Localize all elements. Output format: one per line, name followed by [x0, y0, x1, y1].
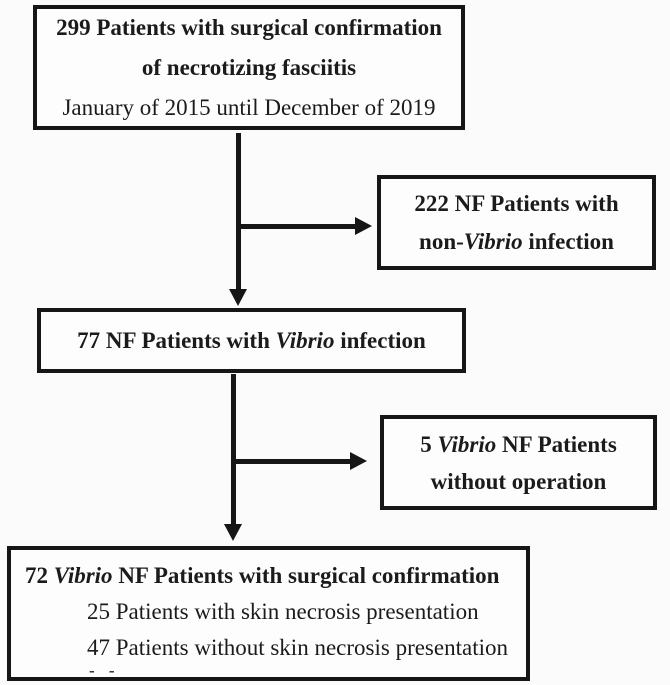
- box-text: January of 2015 until December of 2019: [62, 94, 436, 120]
- box-text: 47 Patients without skin necrosis presen…: [87, 635, 508, 660]
- arrowhead-right-icon: [350, 452, 367, 470]
- arrow-branch-to-nonvibrio-shaft: [238, 224, 356, 229]
- box-line: non-Vibrio infection: [419, 223, 614, 261]
- box-line: 77 NF Patients with Vibrio infection: [77, 328, 426, 354]
- box-text: 222 NF Patients with: [414, 190, 619, 216]
- box-line: of necrotizing fasciitis: [142, 48, 356, 88]
- box-vibrio-infection: 77 NF Patients with Vibrio infection: [37, 308, 466, 373]
- arrowhead-down-icon: [224, 524, 242, 541]
- box-line: 5 Vibrio NF Patients: [420, 426, 617, 463]
- clipped-text-fragment: - -: [11, 666, 526, 675]
- box-line: January of 2015 until December of 2019: [62, 88, 435, 128]
- arrowhead-down-icon: [229, 289, 247, 306]
- box-text: without operation: [430, 468, 607, 494]
- box-line: without operation: [431, 463, 607, 500]
- box-text: 25 Patients with skin necrosis presentat…: [87, 599, 479, 624]
- box-text: infection: [334, 327, 426, 353]
- arrow-branch-to-nooperation-shaft: [233, 459, 351, 464]
- box-text: 5: [420, 431, 438, 457]
- vibrio-italic-text: Vibrio: [275, 327, 335, 353]
- arrow-vibrio-to-surgical-shaft: [231, 374, 236, 526]
- box-text: of necrotizing fasciitis: [141, 54, 357, 80]
- box-line: 299 Patients with surgical confirmation: [56, 8, 442, 48]
- box-line: 222 NF Patients with: [414, 185, 618, 223]
- box-text: - -: [89, 666, 120, 675]
- box-text: infection: [522, 228, 614, 254]
- box-line: 25 Patients with skin necrosis presentat…: [11, 594, 526, 630]
- arrow-total-to-vibrio-shaft: [236, 133, 241, 291]
- vibrio-italic-text: Vibrio: [463, 228, 523, 254]
- box-total-patients: 299 Patients with surgical confirmation …: [33, 5, 465, 130]
- box-without-operation: 5 Vibrio NF Patients without operation: [380, 415, 657, 510]
- box-non-vibrio-excluded: 222 NF Patients with non-Vibrio infectio…: [377, 175, 656, 270]
- box-text: 77 NF Patients with: [77, 327, 276, 353]
- box-surgical-confirmation: 72 Vibrio NF Patients with surgical conf…: [7, 546, 530, 681]
- box-text: non-: [419, 228, 464, 254]
- vibrio-italic-text: Vibrio: [437, 431, 497, 457]
- box-text: NF Patients: [496, 431, 617, 457]
- box-text: 72: [25, 563, 54, 588]
- box-text: NF Patients with surgical confirmation: [112, 563, 500, 588]
- box-text: 299 Patients with surgical confirmation: [56, 14, 442, 40]
- box-line: 47 Patients without skin necrosis presen…: [11, 630, 526, 666]
- vibrio-italic-text: Vibrio: [53, 563, 113, 588]
- box-line: 72 Vibrio NF Patients with surgical conf…: [11, 558, 526, 594]
- arrowhead-right-icon: [355, 217, 372, 235]
